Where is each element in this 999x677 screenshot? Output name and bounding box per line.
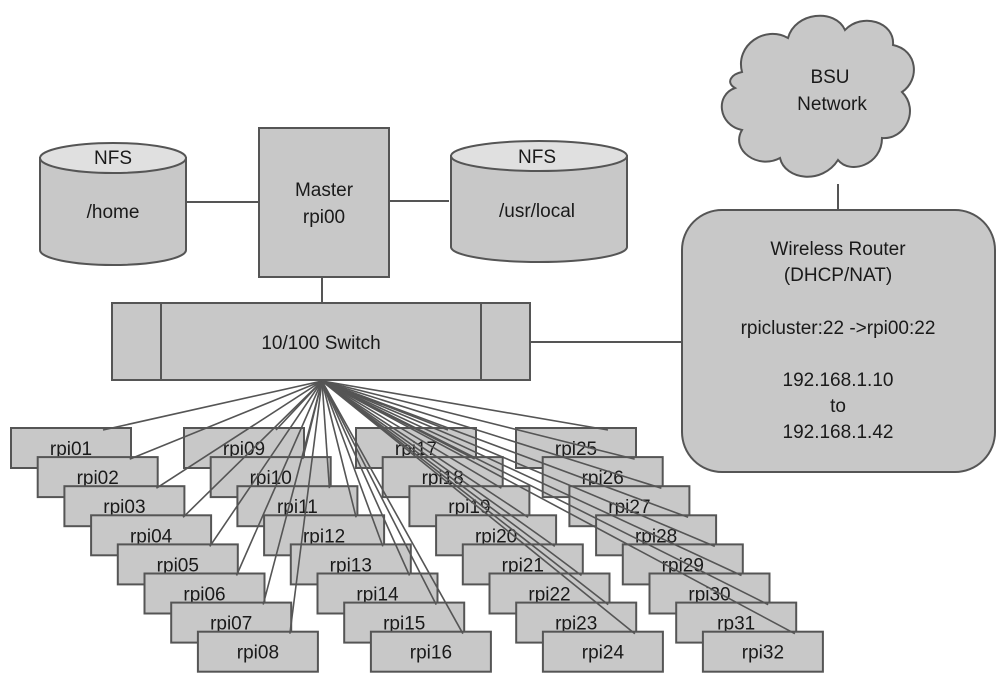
- nfs-usr-label: /usr/local: [499, 201, 575, 222]
- wireless-router: Wireless Router (DHCP/NAT) rpicluster:22…: [681, 209, 996, 473]
- node-label: rpi22: [528, 585, 570, 606]
- node-label: rpi08: [237, 643, 279, 664]
- node-label: rpi29: [662, 555, 704, 576]
- node-label: rpi16: [410, 643, 452, 664]
- node-label: rpi06: [183, 585, 225, 606]
- cloud-label-line1: BSU: [810, 67, 849, 88]
- wire-rpi08: [289, 380, 323, 634]
- node-label: rpi23: [555, 614, 597, 635]
- wire-rpi14: [321, 380, 411, 576]
- node-label: rpi14: [356, 585, 399, 606]
- wire-rpi12: [321, 380, 357, 518]
- node-box: [701, 630, 824, 673]
- nfs-home-storage: NFS /home: [39, 142, 187, 266]
- node-label: rpi24: [582, 643, 625, 664]
- node-label: rpi05: [157, 555, 199, 576]
- node-label: rpi20: [475, 526, 517, 547]
- compute-nodes: rpi01 rpi02 rpi03 rpi04 rpi05 rpi06 rpi07 rpi08…: [10, 427, 824, 673]
- router-ip-start: 192.168.1.10: [783, 370, 894, 391]
- wire-rpi05: [209, 380, 323, 547]
- wire-rpi23: [321, 380, 609, 606]
- bsu-network-cloud: BSU Network: [720, 14, 915, 178]
- router-label-line1: Wireless Router: [770, 239, 906, 260]
- wire-rpi25: [321, 380, 609, 431]
- network-switch: 10/100 Switch: [111, 302, 531, 381]
- node-rpi16: rpi16: [369, 630, 492, 673]
- node-label: rpi02: [77, 468, 119, 489]
- wire-rpi29: [321, 380, 716, 548]
- wire-rpi04: [182, 380, 323, 518]
- node-label: rpi03: [103, 497, 145, 518]
- node-rpi26: rpi26: [541, 456, 664, 499]
- wire-rpi21: [321, 380, 556, 548]
- node-rpi32: rpi32: [701, 630, 824, 673]
- node-label: rpi32: [742, 643, 784, 664]
- wire-rpi16: [321, 380, 464, 635]
- wire-rp31: [321, 380, 769, 606]
- router-ip-to: to: [830, 396, 846, 417]
- node-label: rpi01: [50, 439, 92, 460]
- node-label: rpi09: [223, 439, 265, 460]
- node-label: rp31: [717, 614, 755, 635]
- node-label: rpi12: [303, 526, 345, 547]
- node-label: rpi15: [383, 614, 425, 635]
- nfs-home-label: /home: [87, 202, 140, 223]
- nfs-usr-local-storage: NFS /usr/local: [450, 140, 628, 263]
- switch-wires: [102, 380, 796, 635]
- master-node: Master rpi00: [258, 127, 390, 278]
- wire-rpi11: [321, 380, 331, 489]
- wire-rpi01: [102, 380, 323, 431]
- node-box: [196, 630, 319, 673]
- node-rpi05: rpi05: [116, 543, 239, 586]
- nfs-home-top-label: NFS: [94, 148, 132, 169]
- wire-rpi20: [321, 380, 529, 518]
- node-label: rpi19: [448, 497, 490, 518]
- node-rpi24: rpi24: [541, 630, 664, 673]
- nfs-usr-top-label: NFS: [518, 147, 556, 168]
- wire-rpi32: [321, 380, 796, 635]
- wire-rpi30: [321, 380, 742, 577]
- switch-label: 10/100 Switch: [261, 333, 380, 354]
- wire-rpi24: [321, 380, 636, 635]
- router-ip-end: 192.168.1.42: [783, 422, 894, 443]
- wire-rpi13: [321, 380, 384, 547]
- cloud-label-line2: Network: [797, 94, 867, 115]
- wire-rpi06: [235, 380, 323, 576]
- wire-rpi09: [275, 380, 323, 431]
- wire-rpi27: [321, 380, 662, 489]
- node-rpi08: rpi08: [196, 630, 319, 673]
- wire-rpi10: [301, 380, 323, 460]
- wire-rpi03: [155, 380, 323, 489]
- wire-rpi28: [321, 380, 689, 519]
- wire-rpi22: [321, 380, 582, 577]
- wire-rpi15: [321, 380, 437, 605]
- node-label: rpi25: [555, 439, 597, 460]
- node-label: rpi07: [210, 614, 252, 635]
- wire-rpi19: [321, 380, 502, 489]
- wire-rpi26: [321, 380, 635, 460]
- node-label: rpi27: [608, 497, 650, 518]
- router-label-line2: (DHCP/NAT): [784, 265, 892, 286]
- node-label: rpi13: [330, 555, 372, 576]
- cloud-icon: [720, 14, 915, 178]
- node-label: rpi30: [688, 585, 730, 606]
- node-rpi20: rpi20: [435, 514, 558, 557]
- router-port-forward: rpicluster:22 ->rpi00:22: [741, 318, 936, 339]
- node-label: rpi21: [502, 555, 544, 576]
- master-label-line2: rpi00: [303, 207, 345, 228]
- node-box: [541, 630, 664, 673]
- node-box: [369, 630, 492, 673]
- wire-rpi02: [129, 380, 323, 460]
- master-label-line1: Master: [295, 180, 354, 201]
- node-label: rpi04: [130, 526, 173, 547]
